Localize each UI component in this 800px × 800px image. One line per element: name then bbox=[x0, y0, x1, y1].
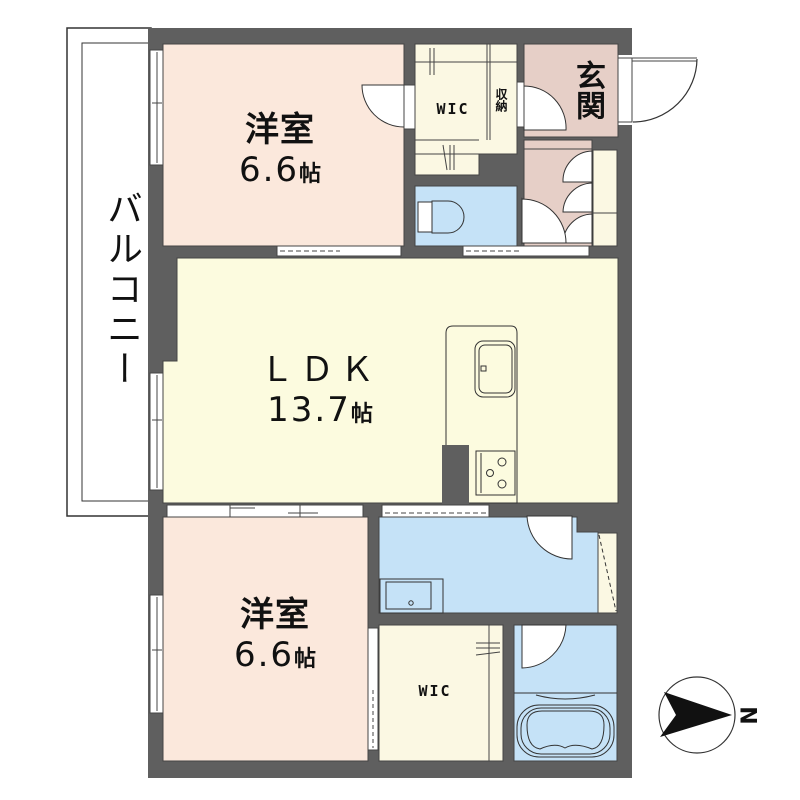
room-name: ＬＤＫ bbox=[260, 350, 380, 390]
compass-label: N bbox=[735, 703, 760, 728]
room-bedroom-bottom bbox=[162, 516, 369, 762]
room-size: 6.6帖 bbox=[238, 150, 322, 190]
kitchen-pillar bbox=[442, 445, 469, 505]
wic-top-label: WIC bbox=[436, 100, 470, 118]
room-size: 6.6帖 bbox=[233, 635, 317, 675]
bedroom-bottom-label: 洋室 6.6帖 bbox=[215, 595, 335, 680]
room-size: 13.7帖 bbox=[267, 390, 373, 430]
storage-label: 収納 bbox=[494, 88, 508, 112]
compass-arrow-icon bbox=[660, 692, 732, 737]
bedroom-top-label: 洋室 6.6帖 bbox=[220, 110, 340, 195]
room-name: 洋室 bbox=[245, 110, 315, 150]
wic-bottom-label: WIC bbox=[418, 682, 452, 700]
stove-icon bbox=[475, 450, 516, 496]
balcony bbox=[66, 27, 152, 517]
room-bedroom-top bbox=[162, 43, 405, 247]
room-name: 洋室 bbox=[240, 595, 310, 635]
bathtub bbox=[516, 704, 615, 758]
balcony-label: バルコニー bbox=[101, 190, 142, 390]
toilet-fixture bbox=[417, 200, 465, 234]
entrance-label: 玄関 bbox=[570, 60, 605, 120]
washbasin bbox=[379, 578, 444, 614]
shoe-cabinet bbox=[592, 149, 618, 247]
ldk-label: ＬＤＫ 13.7帖 bbox=[245, 350, 395, 435]
entrance-door[interactable] bbox=[617, 57, 698, 123]
sink-icon bbox=[474, 340, 516, 398]
compass bbox=[658, 676, 736, 754]
north-indicator: N bbox=[734, 706, 760, 725]
kitchen-counter bbox=[442, 325, 518, 505]
